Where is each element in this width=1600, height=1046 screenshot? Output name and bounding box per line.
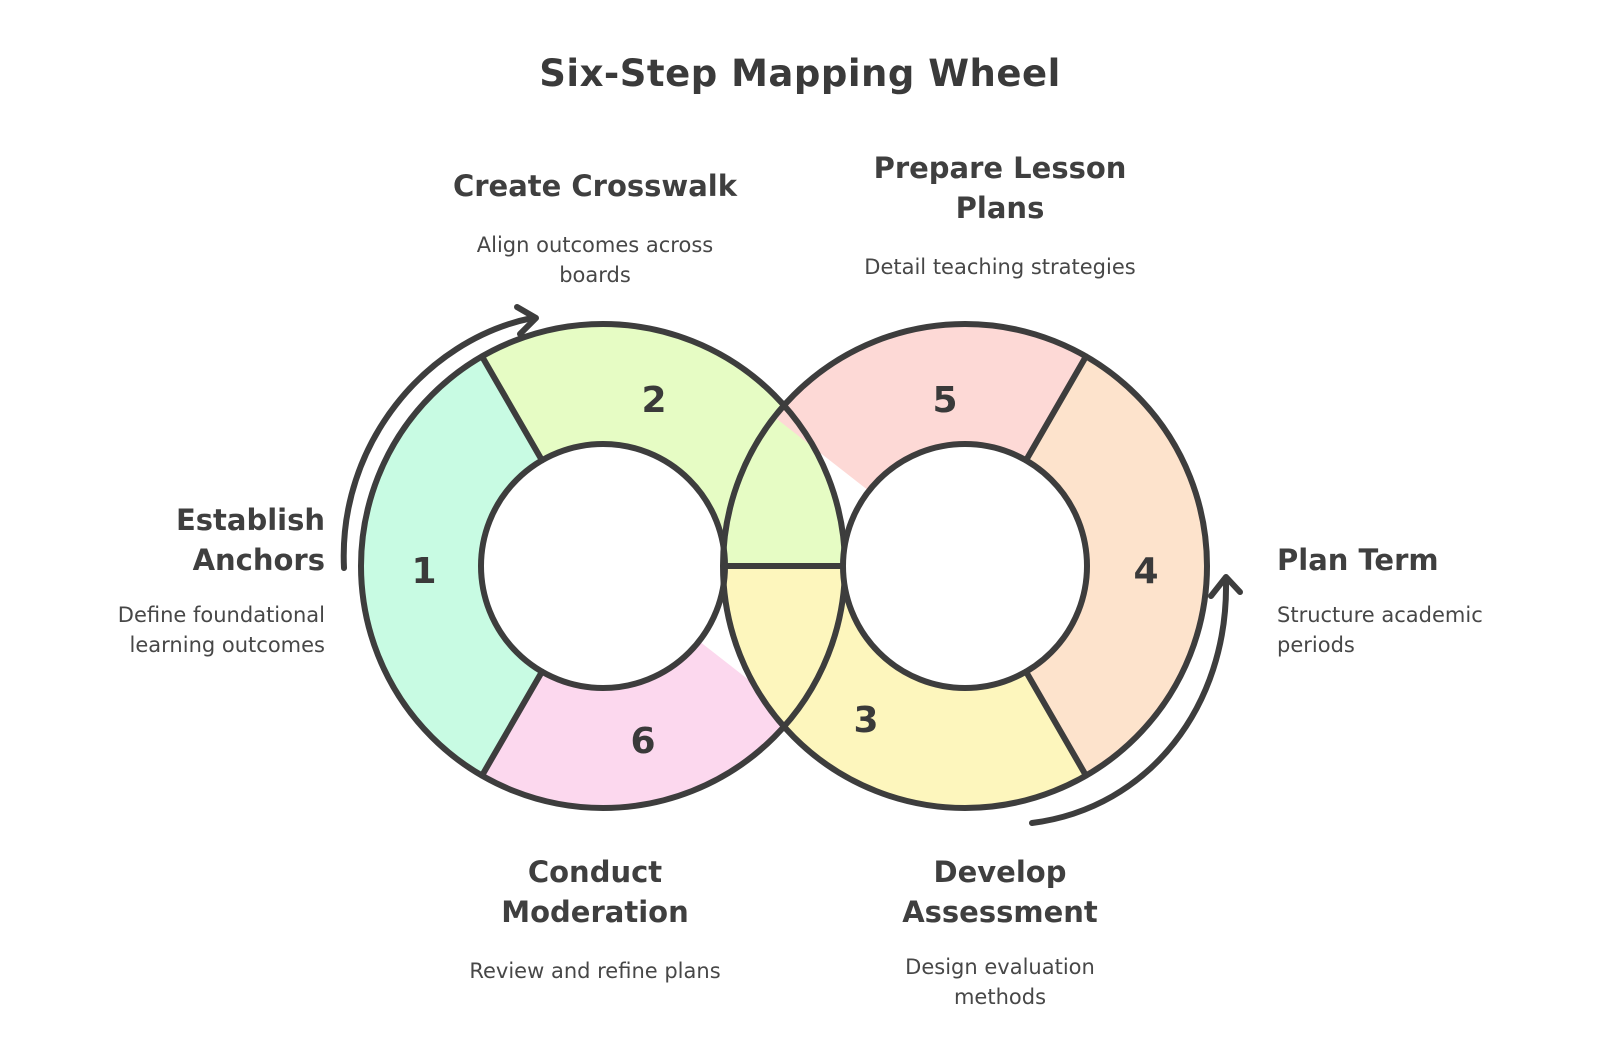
step-5-description: Detail teaching strategies [864,255,1136,279]
segment-step-1 [361,356,542,776]
step-number-5: 5 [932,380,957,421]
segment-step-3 [723,566,1086,808]
step-number-1: 1 [411,551,436,592]
curved-arrow-right-icon [1029,579,1230,826]
segment-step-4 [1026,356,1207,776]
wheel-segments [361,323,1207,808]
step-4-title: Plan Term [1277,543,1439,577]
flow-arrows [340,304,1243,826]
segment-divider [1023,353,1089,464]
step-number-4: 4 [1133,551,1158,592]
segment-divider [1023,668,1089,779]
step-2-title: Create Crosswalk [452,169,738,203]
segment-step-2 [482,323,845,566]
inner-ring-right [840,441,1090,691]
arrow-left-head-icon [514,304,539,337]
step-6-description: Review and refine plans [469,959,721,983]
inner-ring-left [478,441,728,691]
curved-arrow-left-icon [340,315,535,571]
wheel-outlines [358,321,1210,811]
step-number-6: 6 [630,721,655,762]
arrow-right-head-icon [1208,574,1243,599]
segment-divider [479,668,545,779]
segment-divider [479,353,545,464]
step-number-2: 2 [641,380,666,421]
wheel-step-numbers: 1 2 6 5 4 3 [411,380,1158,762]
step-number-3: 3 [853,700,878,741]
page-title: Six-Step Mapping Wheel [539,52,1061,95]
